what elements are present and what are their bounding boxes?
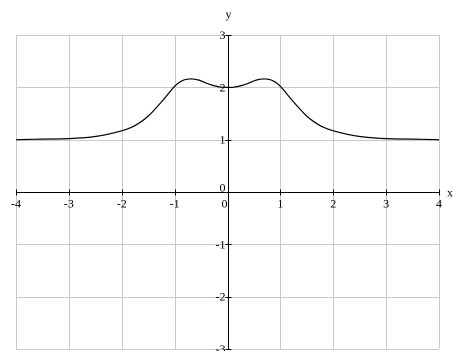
y-tick-label: -1 — [216, 237, 226, 251]
y-tick-label: -3 — [216, 342, 226, 351]
x-tick-label: -3 — [64, 197, 74, 211]
x-tick-label: -1 — [170, 197, 180, 211]
x-tick-label: 3 — [383, 197, 389, 211]
y-tick-label: -2 — [216, 290, 226, 304]
x-tick-label: 4 — [436, 197, 442, 211]
x-tick-label: -2 — [117, 197, 127, 211]
x-tick-label: -4 — [11, 197, 21, 211]
y-axis-label: y — [226, 7, 232, 21]
x-tick-label: 1 — [277, 197, 283, 211]
x-tick-label: 0 — [222, 197, 228, 211]
x-tick-label: 2 — [330, 197, 336, 211]
y-tick-label: 3 — [220, 28, 226, 42]
y-tick-label: 0 — [220, 181, 226, 195]
x-axis-label: x — [447, 186, 453, 200]
series-line — [15, 78, 440, 141]
y-tick-label: 1 — [220, 133, 226, 147]
